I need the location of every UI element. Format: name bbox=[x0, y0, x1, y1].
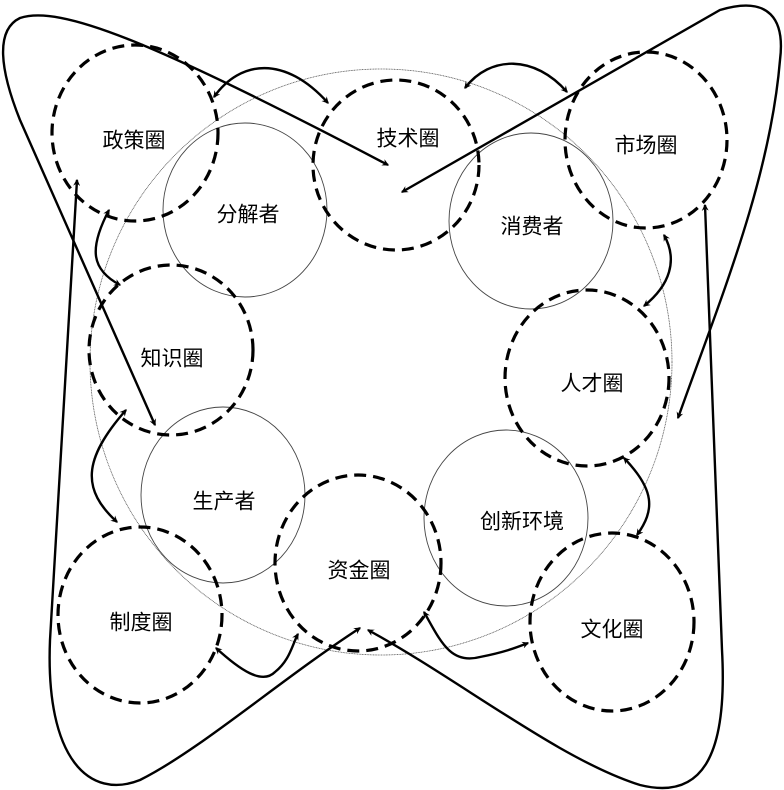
label-producer: 生产者 bbox=[193, 490, 256, 514]
label-consumer: 消费者 bbox=[501, 215, 564, 239]
circle-institution: 制度圈 bbox=[56, 525, 224, 705]
label-policy: 政策圈 bbox=[103, 129, 166, 153]
arrow-technology-market bbox=[464, 62, 568, 93]
label-knowledge: 知识圈 bbox=[141, 347, 204, 371]
circle-market: 市场圈 bbox=[563, 50, 729, 230]
label-market: 市场圈 bbox=[615, 134, 678, 158]
label-decomposer: 分解者 bbox=[217, 203, 280, 227]
actor-decomposer: 分解者 bbox=[162, 122, 328, 298]
circle-knowledge: 知识圈 bbox=[87, 263, 255, 437]
arrow-talent-culture bbox=[623, 457, 651, 536]
label-talent: 人才圈 bbox=[561, 372, 624, 396]
arrow-institution-capital bbox=[215, 632, 300, 678]
circle-policy: 政策圈 bbox=[50, 43, 220, 223]
label-technology: 技术圈 bbox=[377, 127, 440, 151]
loop-arrow-policy-to-capital bbox=[48, 178, 361, 786]
actor-consumer: 消费者 bbox=[448, 132, 614, 310]
circle-technology: 技术圈 bbox=[311, 78, 481, 252]
arrow-knowledge-institution bbox=[90, 409, 127, 523]
arrow-market-talent bbox=[643, 233, 672, 307]
loop-arrow-market-to-capital bbox=[366, 203, 724, 790]
loop-arrow-market-to-talent bbox=[400, 4, 783, 420]
arrow-policy-knowledge bbox=[94, 208, 122, 287]
label-capital: 资金圈 bbox=[328, 559, 391, 583]
circle-talent: 人才圈 bbox=[503, 288, 671, 468]
loop-arrow-knowledge-to-technology bbox=[1, 14, 390, 427]
label-institution: 制度圈 bbox=[110, 611, 173, 635]
circle-capital: 资金圈 bbox=[273, 473, 443, 653]
actor-innovation-environment: 创新环境 bbox=[423, 429, 589, 607]
label-innovation-environment: 创新环境 bbox=[480, 510, 564, 534]
arrow-policy-technology bbox=[213, 67, 329, 104]
arrow-capital-culture bbox=[422, 610, 530, 660]
label-culture: 文化圈 bbox=[581, 618, 644, 642]
circle-culture: 文化圈 bbox=[528, 531, 696, 713]
